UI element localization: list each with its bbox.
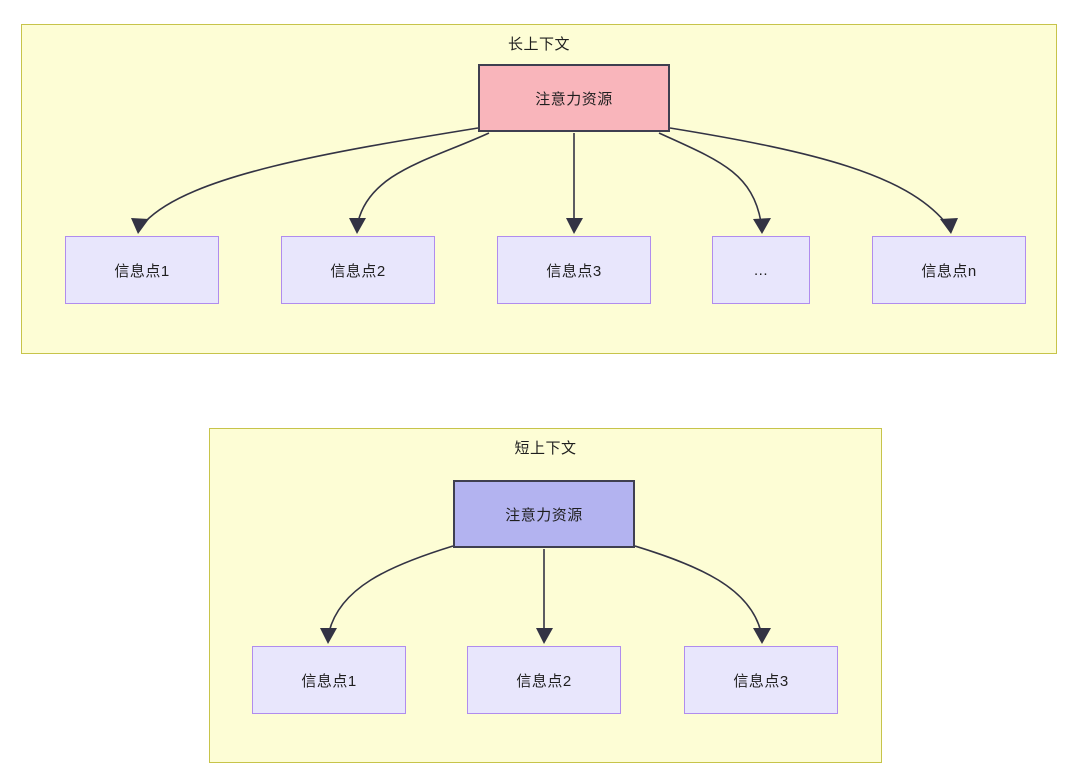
node-attention-resource-long-label: 注意力资源: [535, 90, 613, 108]
node-info-point-3[interactable]: 信息点3: [497, 236, 651, 304]
group-long-context-title: 长上下文: [507, 36, 570, 53]
node-short-info-point-1-label: 信息点1: [301, 672, 357, 690]
node-short-info-point-2[interactable]: 信息点2: [467, 646, 621, 714]
node-info-point-1-label: 信息点1: [114, 262, 170, 280]
node-info-point-3-label: 信息点3: [546, 262, 602, 280]
node-short-info-point-3-label: 信息点3: [733, 672, 789, 690]
group-short-context-title: 短上下文: [514, 440, 577, 457]
node-info-point-2[interactable]: 信息点2: [281, 236, 435, 304]
node-info-point-2-label: 信息点2: [330, 262, 386, 280]
node-attention-resource-short[interactable]: 注意力资源: [453, 480, 635, 548]
node-short-info-point-2-label: 信息点2: [516, 672, 572, 690]
node-info-point-n-label: 信息点n: [921, 262, 977, 280]
node-info-point-ellipsis[interactable]: ...: [712, 236, 810, 304]
node-attention-resource-short-label: 注意力资源: [505, 506, 583, 524]
node-short-info-point-1[interactable]: 信息点1: [252, 646, 406, 714]
node-info-point-n[interactable]: 信息点n: [872, 236, 1026, 304]
node-short-info-point-3[interactable]: 信息点3: [684, 646, 838, 714]
node-info-point-ellipsis-label: ...: [753, 261, 768, 279]
node-attention-resource-long[interactable]: 注意力资源: [478, 64, 670, 132]
node-info-point-1[interactable]: 信息点1: [65, 236, 219, 304]
